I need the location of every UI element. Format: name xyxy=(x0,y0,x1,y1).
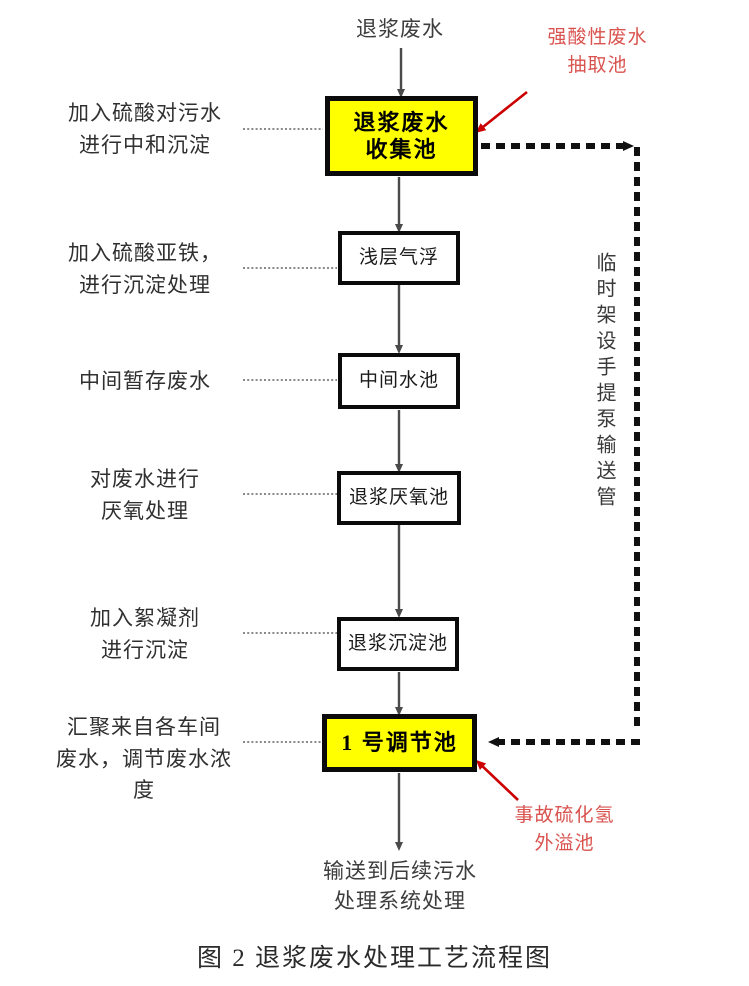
bypass-vertical-label: 临时架设手提泵输送管 xyxy=(593,252,615,512)
leader-lines xyxy=(243,128,337,743)
note-anaerobic: 对废水进行 厌氧处理 xyxy=(90,467,200,523)
node-sedimentation-pool[interactable]: 退浆沉淀池 xyxy=(337,617,459,671)
note-ferrous: 加入硫酸亚铁， 进行沉淀处理 xyxy=(68,241,222,297)
figure-caption: 图 2 退浆废水处理工艺流程图 xyxy=(196,945,552,972)
node-middle-pool[interactable]: 中间水池 xyxy=(338,353,460,409)
annotation-strong-acid-pool: 强酸性废水 抽取池 xyxy=(547,27,648,76)
annotation-h2s-overflow-pool: 事故硫化氢 外溢池 xyxy=(514,805,615,854)
note-flocculant: 加入絮凝剂 进行沉淀 xyxy=(90,606,200,662)
note-neutralize: 加入硫酸对污水 进行中和沉淀 xyxy=(68,101,222,157)
node-regulating-pool-1[interactable]: 1 号调节池 xyxy=(322,714,477,772)
annotation-arrows xyxy=(475,90,528,801)
inlet-label: 退浆废水 xyxy=(356,17,444,41)
outlet-label: 输送到后续污水 处理系统处理 xyxy=(323,859,477,914)
node-shallow-flotation[interactable]: 浅层气浮 xyxy=(338,231,460,285)
node-anaerobic-pool[interactable]: 退浆厌氧池 xyxy=(337,471,461,525)
note-collect-all: 汇聚来自各车间 废水，调节废水浓 度 xyxy=(56,715,232,802)
note-storage: 中间暂存废水 xyxy=(79,369,211,393)
node-collect-pool[interactable]: 退浆废水 收集池 xyxy=(325,96,478,176)
